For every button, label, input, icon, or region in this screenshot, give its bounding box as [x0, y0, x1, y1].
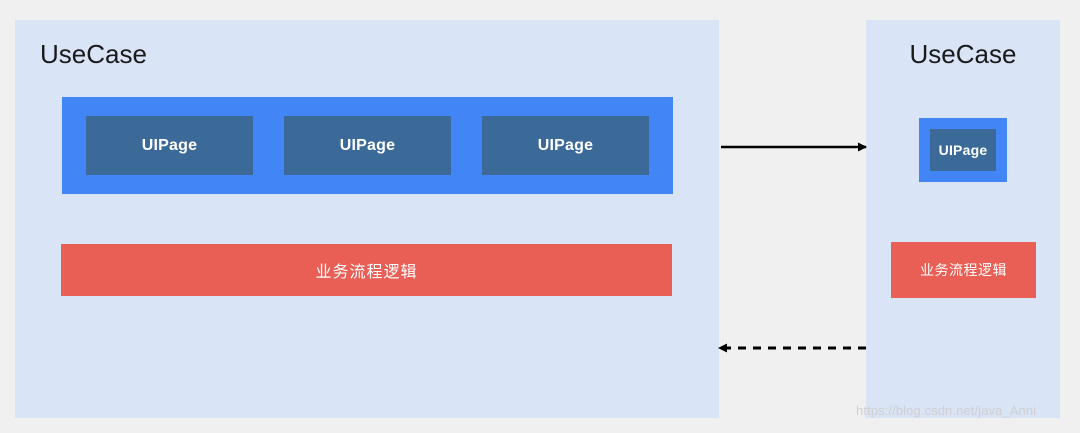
uipage-box[interactable]: UIPage — [482, 116, 649, 175]
usecase-title-right: UseCase — [909, 39, 1017, 69]
watermark-text: https://blog.csdn.net/java_Anni — [856, 403, 1037, 418]
uipage-group-right: UIPage — [919, 118, 1007, 182]
uipage-box[interactable]: UIPage — [284, 116, 451, 175]
usecase-panel-right: UseCase UIPage 业务流程逻辑 — [866, 20, 1060, 418]
business-logic-box-left[interactable]: 业务流程逻辑 — [61, 244, 672, 296]
uipage-box[interactable]: UIPage — [930, 129, 996, 171]
uipage-group-left: UIPage UIPage UIPage — [62, 97, 673, 194]
usecase-panel-left: UseCase UIPage UIPage UIPage 业务流程逻辑 — [15, 20, 719, 418]
business-logic-box-right[interactable]: 业务流程逻辑 — [891, 242, 1036, 298]
uipage-box[interactable]: UIPage — [86, 116, 253, 175]
usecase-title-left: UseCase — [40, 39, 147, 69]
